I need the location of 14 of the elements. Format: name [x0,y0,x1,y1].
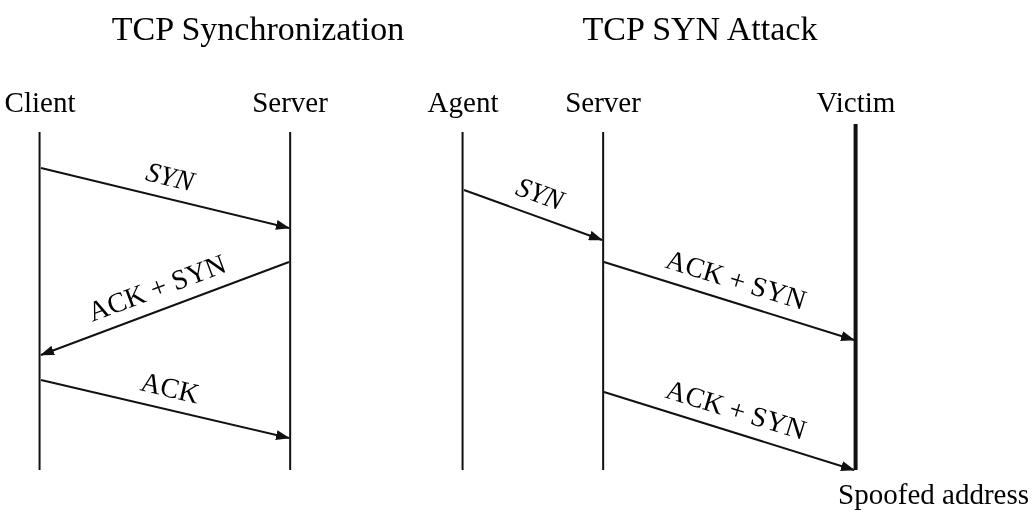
message-arrow [603,261,855,341]
message-arrow [603,391,855,471]
message-arrow [463,189,603,241]
message-arrow [40,167,290,230]
lifeline-name: Client [4,85,76,120]
diagram-heading: TCP Synchronization [111,10,405,48]
lifeline-name: Server [565,85,641,120]
lifeline-caption: Spoofed address [838,478,1029,511]
lifeline-name: Server [252,85,328,120]
lifeline-name: Victim [816,85,896,120]
message-arrow [40,379,290,440]
diagram-heading: TCP SYN Attack [582,10,818,48]
lifeline-name: Agent [427,85,499,120]
message-arrow [40,261,290,356]
